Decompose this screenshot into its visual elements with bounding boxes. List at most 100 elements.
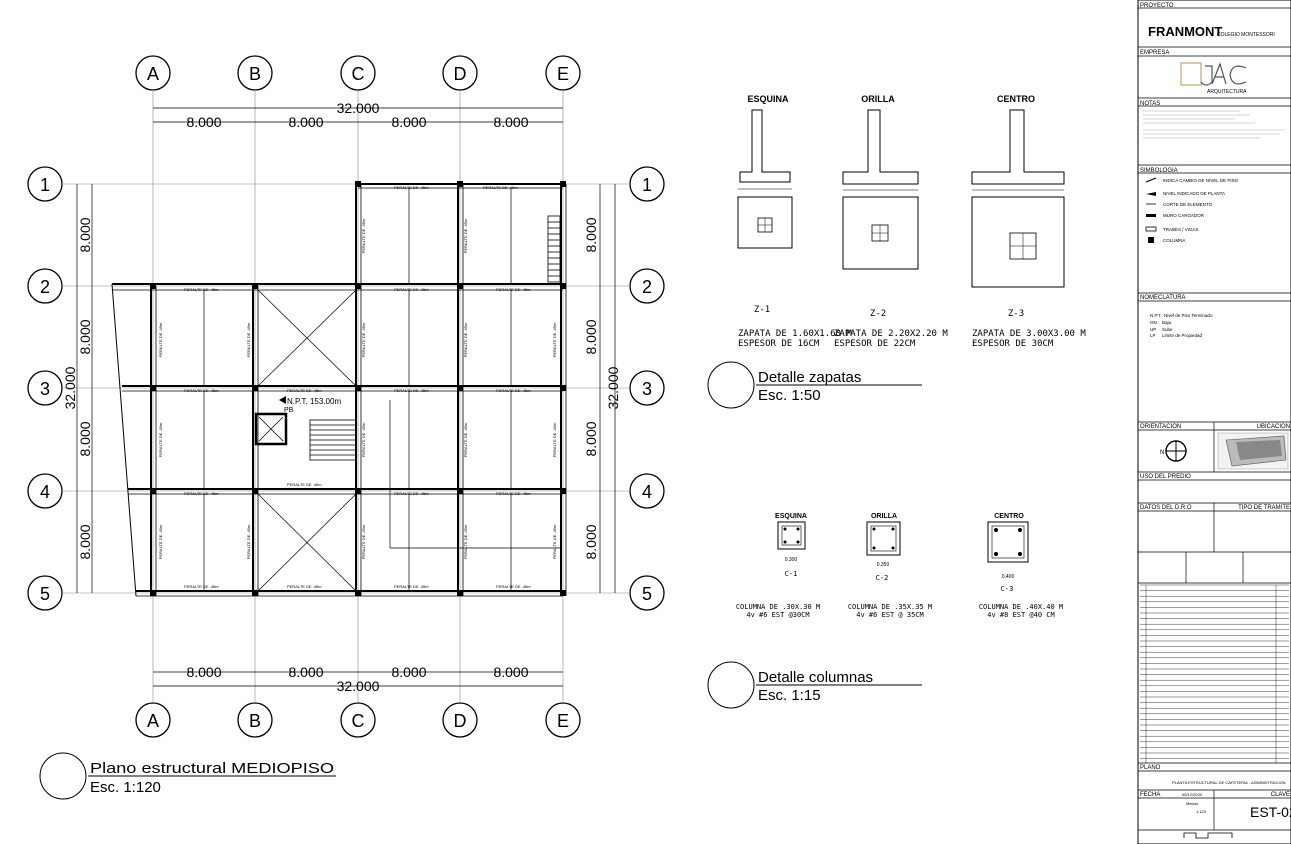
grid-bubble-b-bottom: B (237, 702, 273, 738)
grid-bubble-a-top: A (135, 55, 171, 91)
footing-desc: ZAPATA DE 2.20X2.20 M (834, 329, 948, 339)
stair-upper (547, 215, 561, 283)
grid-bubbles-right: 1 2 3 4 5 (629, 166, 665, 611)
level-mark-text: N.P.T. 153.00m (287, 397, 341, 406)
footing-thickness: ESPESOR DE 30CM (972, 339, 1054, 349)
svg-text:1: 1 (642, 175, 652, 195)
north-arrow-icon: N (1160, 440, 1187, 462)
title-block: PROYECTO FRANMONT COLEGIO MONTESSORI EMP… (1137, 0, 1291, 844)
svg-text:E: E (557, 711, 569, 731)
grid-bubble-4-right: 4 (629, 473, 665, 509)
beam-label: PERALTE DE .45m (496, 491, 531, 496)
beam-label: PERALTE DE .45m (483, 185, 518, 190)
dimension-lines (76, 107, 616, 687)
beam-label: PERALTE DE .45m (361, 322, 366, 357)
footing-code: Z-3 (1008, 309, 1024, 319)
grid-bubble-2-right: 2 (629, 268, 665, 304)
dim-total-bottom: 32.000 (337, 678, 380, 694)
beam-label: PERALTE DE .45m (361, 218, 366, 253)
beam-label: PERALTE DE .45m (496, 287, 531, 292)
label-empresa: EMPRESA (1140, 50, 1169, 56)
beam-label: PERALTE DE .45m (246, 524, 251, 559)
dim-total-top: 32.000 (337, 100, 380, 116)
svg-text:C: C (352, 64, 365, 84)
dim-bay-cd-top: 8.000 (391, 114, 426, 130)
beam-label: PERALTE DE .45m (552, 322, 557, 357)
svg-text:C: C (352, 711, 365, 731)
beam-label: PERALTE DE .45m (246, 322, 251, 357)
label-ubicacion: UBICACION (1257, 424, 1290, 430)
svg-text:D: D (454, 64, 467, 84)
stair (309, 419, 357, 461)
dim-bay-de-bottom: 8.000 (493, 664, 528, 680)
plan-scale: Esc. 1:120 (90, 779, 161, 796)
legend-text: INDICA CAMBIO DE NIVEL DE PISO (1163, 178, 1239, 183)
nomen-value: Baja (1162, 320, 1172, 325)
beam-label: PERALTE DE .45m (496, 584, 531, 589)
beam-label: PERALTE DE .45m (394, 584, 429, 589)
beam-label: PERALTE DE .45m (463, 524, 468, 559)
column-code: C-2 (876, 574, 889, 582)
beam-labels-vertical: PERALTE DE .45m PERALTE DE .45m PERALTE … (158, 218, 557, 559)
column-rebar: 4v #6 EST @ 35CM (856, 611, 923, 619)
columns-scale: Esc. 1:15 (758, 687, 821, 704)
legend-text: TRABES / VIGAS (1163, 227, 1199, 232)
beam-label: PERALTE DE .45m (463, 322, 468, 357)
grid-bubble-1-left: 1 (27, 166, 63, 202)
column-c1: ESQUINA 0.300 C-1 COLUMNA DE .30X.30 M 4… (736, 513, 820, 619)
level-arrow-icon (1146, 192, 1156, 196)
column-details: ESQUINA 0.300 C-1 COLUMNA DE .30X.30 M 4… (707, 513, 1063, 709)
grid-bubbles-left: 1 2 3 4 5 (27, 166, 63, 611)
footings-title: Detalle zapatas (758, 369, 861, 386)
grid-bubble-3-left: 3 (27, 370, 63, 406)
nomen-key: N.P.T. (1150, 313, 1162, 318)
legend-text: MURO CARGADOR (1163, 213, 1205, 218)
footing-details: ESQUINA Z-1 ZAPATA DE 1.60X1.60 M ESPESO… (707, 94, 1086, 409)
label-plano: PLANO (1140, 765, 1161, 771)
revision-table (1140, 584, 1289, 763)
dim-bay-45-left: 8.000 (77, 524, 93, 559)
dim-bay-cd-bottom: 8.000 (391, 664, 426, 680)
grid-bubble-1-right: 1 (629, 166, 665, 202)
footing-z1: ESQUINA Z-1 ZAPATA DE 1.60X1.60 M ESPESO… (737, 94, 852, 349)
location-map (1217, 432, 1289, 470)
beam-labels-horizontal: PERALTE DE .45m PERALTE DE .45m PERALTE … (184, 185, 531, 589)
legend-row-level-change: INDICA CAMBIO DE NIVEL DE PISO (1145, 177, 1239, 183)
company-logo-icon (1180, 62, 1247, 86)
column-code: C-3 (1001, 585, 1014, 593)
beam-label: PERALTE DE .45m (496, 388, 531, 393)
column-heading: CENTRO (994, 513, 1024, 520)
legend-text: NIVEL INDICADO DE PLANTA (1163, 191, 1225, 196)
beam-label: PERALTE DE .45m (158, 422, 163, 457)
beam-label: PERALTE DE .45m (287, 584, 322, 589)
nomen-value: Sube (1162, 327, 1173, 332)
grid-bubble-b-top: B (237, 55, 273, 91)
footings-scale: Esc. 1:50 (758, 387, 821, 404)
grid-bubble-c-bottom: C (340, 702, 376, 738)
footing-thickness: ESPESOR DE 22CM (834, 339, 916, 349)
column-code: C-1 (785, 570, 798, 578)
beam-label: PERALTE DE .45m (394, 287, 429, 292)
clave-value: EST-02 (1250, 804, 1291, 820)
column-heading: ESQUINA (775, 513, 807, 520)
footing-z2: ORILLA Z-2 ZAPATA DE 2.20X2.20 M ESPESOR… (834, 94, 948, 349)
dimension-labels-left: 8.000 8.000 8.000 8.000 32.000 (62, 217, 93, 559)
svg-text:3: 3 (40, 379, 50, 399)
level-arrow-icon (279, 396, 286, 404)
legend-row-beam: TRABES / VIGAS (1145, 226, 1199, 232)
level-change-icon (1145, 177, 1157, 183)
dim-bay-ab-top: 8.000 (186, 114, 221, 130)
scale-bar-icon (1183, 832, 1233, 839)
level-label: PB (284, 407, 294, 414)
grid-bubble-2-left: 2 (27, 268, 63, 304)
secondary-joists (203, 188, 561, 591)
column-desc: COLUMNA DE .30X.30 M (736, 603, 820, 611)
beam-icon (1145, 226, 1157, 232)
beam-label: PERALTE DE .45m (361, 524, 366, 559)
beam-label: PERALTE DE .45m (552, 422, 557, 457)
grid-bubbles-bottom: A B C D E (135, 702, 581, 738)
column-c3: CENTRO 0.400 C-3 COLUMNA DE .40X.40 M 4v… (979, 513, 1063, 619)
columns-title-block: Detalle columnas Esc. 1:15 (707, 661, 922, 709)
grid-bubble-d-top: D (442, 55, 478, 91)
dim-bay-bc-top: 8.000 (288, 114, 323, 130)
